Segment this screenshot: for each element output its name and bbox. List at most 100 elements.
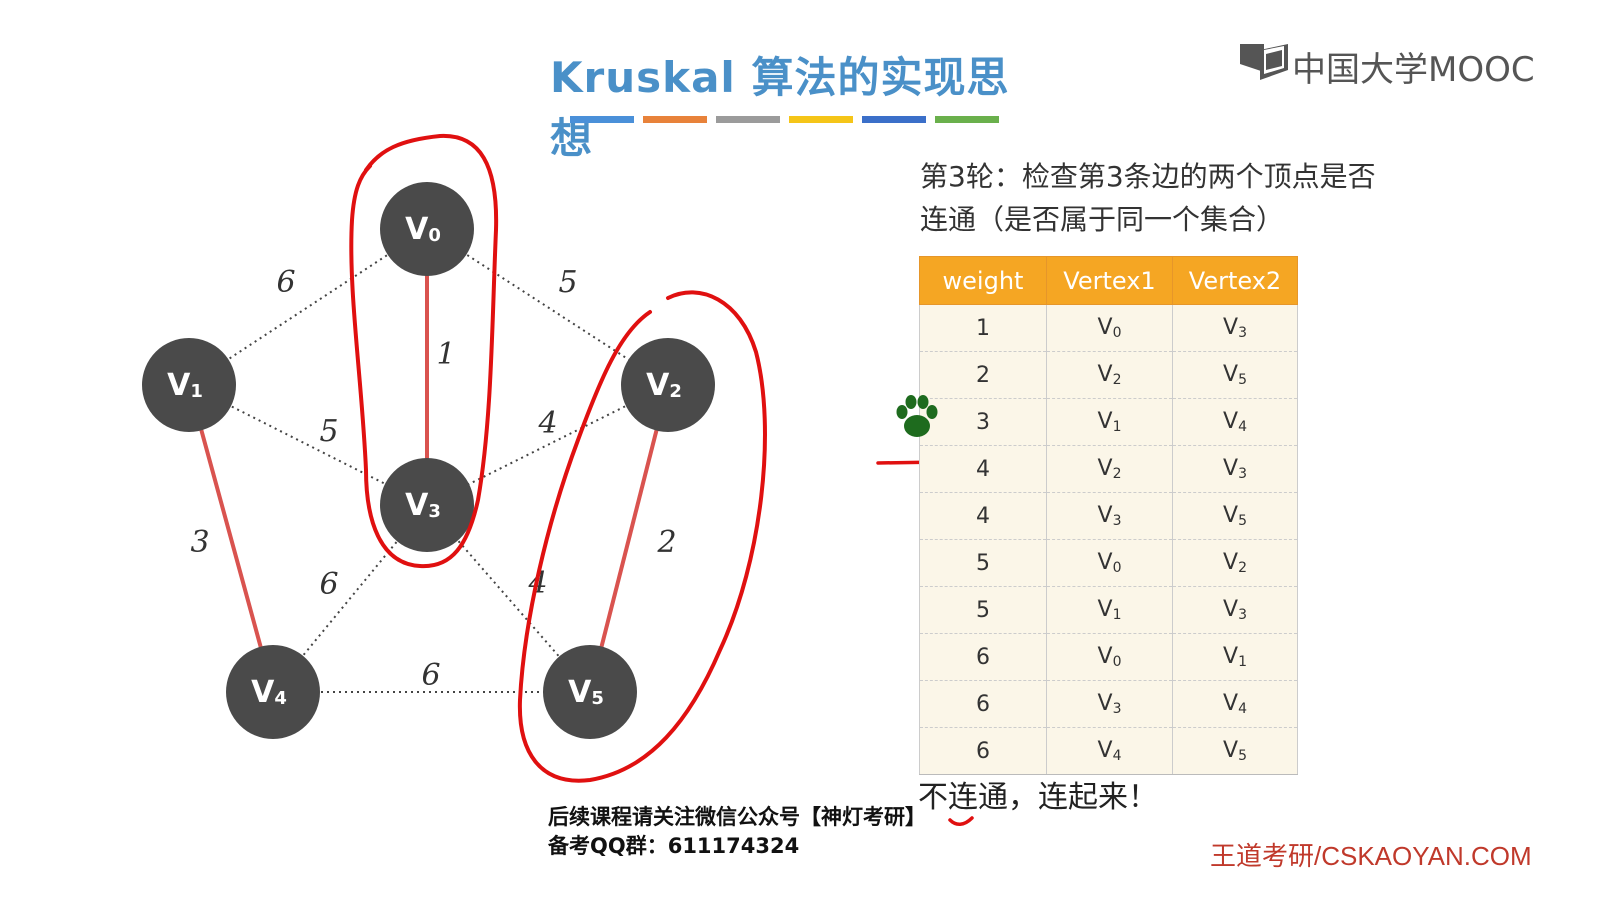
title-color-bar <box>862 116 926 123</box>
edge-v3-v4 <box>272 504 428 693</box>
cell-vertex1: V3 <box>1046 680 1173 728</box>
node-circle <box>226 645 320 739</box>
node-subscript: 5 <box>591 688 604 709</box>
header-vertex1: Vertex1 <box>1046 256 1173 305</box>
node-v0: V0 <box>380 182 474 276</box>
node-v4: V4 <box>226 645 320 739</box>
annotation-underline <box>948 816 974 826</box>
node-v1: V1 <box>142 338 236 432</box>
window-edge-bottom <box>0 884 1600 900</box>
edge-weight-label: 4 <box>537 406 557 441</box>
cell-vertex2: V4 <box>1172 398 1298 446</box>
cell-vertex1: V0 <box>1046 539 1173 587</box>
step-description-line2: 连通（是否属于同一个集合） <box>920 203 1285 236</box>
edge-weight-label: 5 <box>558 265 577 300</box>
node-letter: V <box>405 212 429 247</box>
vertex-letter: V <box>1223 315 1239 340</box>
node-subscript: 3 <box>428 501 441 522</box>
vertex-letter: V <box>1097 456 1113 481</box>
node-circle <box>621 338 715 432</box>
vertex-subscript: 1 <box>1238 654 1247 670</box>
vertex-letter: V <box>1097 738 1113 763</box>
cell-weight: 4 <box>919 445 1047 493</box>
vertex-letter: V <box>1097 550 1113 575</box>
vertex-letter: V <box>1097 362 1113 387</box>
cell-vertex1: V2 <box>1046 445 1173 493</box>
node-v2: V2 <box>621 338 715 432</box>
promo-line1: 后续课程请关注微信公众号【神灯考研】 <box>548 805 926 829</box>
cell-vertex2: V3 <box>1172 445 1298 493</box>
node-label: V2 <box>646 368 682 403</box>
vertex-subscript: 3 <box>1238 466 1247 482</box>
title-color-bar <box>789 116 853 123</box>
vertex-letter: V <box>1223 738 1239 763</box>
vertex-letter: V <box>1223 409 1239 434</box>
vertex-subscript: 3 <box>1112 701 1122 717</box>
vertex-letter: V <box>1223 456 1239 481</box>
cell-vertex2: V4 <box>1172 680 1298 728</box>
node-letter: V <box>405 488 429 523</box>
node-label: V0 <box>405 212 441 247</box>
vertex-subscript: 0 <box>1112 654 1122 670</box>
edge-weight-label: 6 <box>276 265 295 300</box>
header-vertex2: Vertex2 <box>1172 256 1298 305</box>
vertex-subscript: 4 <box>1238 419 1247 435</box>
vertex-letter: V <box>1097 691 1113 716</box>
edge-weight-label: 6 <box>421 658 440 693</box>
vertex-subscript: 2 <box>1112 466 1122 482</box>
cell-vertex2: V5 <box>1172 727 1298 775</box>
cell-weight: 6 <box>919 727 1047 775</box>
edge-v2-v5 <box>588 384 670 693</box>
vertex-subscript: 1 <box>1112 419 1122 435</box>
edge-v1-v4 <box>187 384 275 693</box>
cell-weight: 6 <box>919 680 1047 728</box>
slide-title: Kruskal 算法的实现思想 <box>550 53 1010 163</box>
node-v5: V5 <box>543 645 637 739</box>
vertex-subscript: 0 <box>1112 560 1122 576</box>
node-v3: V3 <box>380 458 474 552</box>
node-letter: V <box>167 368 191 403</box>
vertex-subscript: 5 <box>1238 513 1247 529</box>
vertex-letter: V <box>1097 315 1113 340</box>
mooc-logo-text: 中国大学MOOC <box>1292 50 1535 90</box>
title-color-bar <box>716 116 780 123</box>
edge-weight-label: 6 <box>319 567 338 602</box>
vertex-subscript: 0 <box>1112 325 1122 341</box>
cell-weight: 5 <box>919 586 1047 634</box>
vertex-subscript: 4 <box>1112 748 1122 764</box>
vertex-subscript: 3 <box>1238 325 1247 341</box>
cell-vertex2: V5 <box>1172 351 1298 399</box>
node-letter: V <box>251 675 275 710</box>
node-circle <box>543 645 637 739</box>
vertex-subscript: 1 <box>1112 607 1122 623</box>
cell-weight: 4 <box>919 492 1047 540</box>
node-letter: V <box>568 675 592 710</box>
vertex-letter: V <box>1223 691 1239 716</box>
node-circle <box>380 458 474 552</box>
node-label: V3 <box>405 488 441 523</box>
title-color-bar <box>935 116 999 123</box>
vertex-subscript: 5 <box>1238 372 1247 388</box>
cell-vertex1: V1 <box>1046 398 1173 446</box>
brand-watermark: 王道考研/CSKAOYAN.COM <box>1210 841 1532 871</box>
step-description-line1: 第3轮：检查第3条边的两个顶点是否 <box>920 160 1376 193</box>
vertex-letter: V <box>1223 362 1239 387</box>
cell-vertex2: V3 <box>1172 304 1298 352</box>
cell-weight: 1 <box>919 304 1047 352</box>
node-subscript: 4 <box>274 688 287 709</box>
annotation-loop-v0-v3 <box>349 133 499 569</box>
cell-vertex1: V1 <box>1046 586 1173 634</box>
vertex-subscript: 2 <box>1238 560 1247 576</box>
vertex-subscript: 3 <box>1238 607 1247 623</box>
vertex-letter: V <box>1097 644 1113 669</box>
node-label: V1 <box>167 368 203 403</box>
cell-vertex2: V2 <box>1172 539 1298 587</box>
vertex-letter: V <box>1097 597 1113 622</box>
